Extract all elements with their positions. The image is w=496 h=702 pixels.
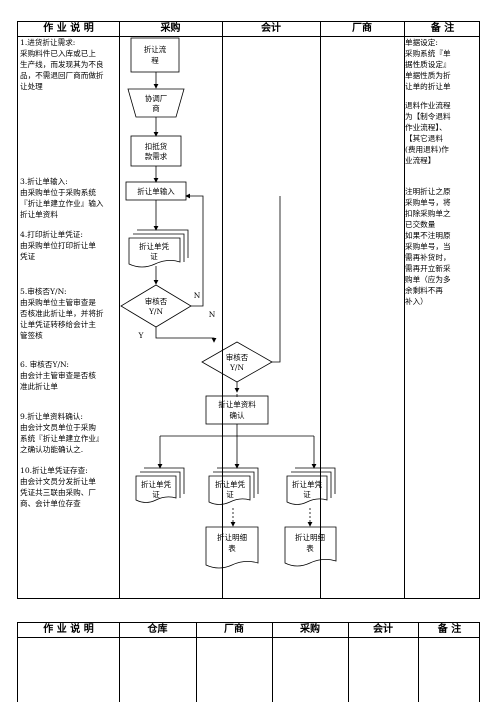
col-divider (272, 623, 273, 702)
node-confirm-text: 折让单资料 (218, 399, 256, 409)
node-detail-accounting (205, 526, 259, 569)
col-divider (320, 22, 321, 598)
step-1: 1.进货折让需求:采购料件已入库或已上生产线，而发现其为不良品，不需退回厂商而做… (20, 38, 104, 91)
node-confirm-data (205, 395, 269, 425)
svg-text:证: 证 (152, 490, 160, 499)
svg-text:Y/N: Y/N (148, 307, 163, 316)
node-negotiate-vendor (127, 88, 185, 118)
node-review2-text: 审核否 (226, 352, 249, 362)
svg-text:商: 商 (152, 103, 160, 113)
header-vendor: 厂商 (352, 23, 372, 34)
header-description: 作 业 说 明 (43, 23, 94, 34)
detail-vendor-text: 折让明细 (295, 532, 325, 542)
process-table-rebate: 作 业 说 明 采购 会计 厂商 备 注 (17, 21, 480, 599)
step-5: 5.审核否Y/N:由采购单位主管审查是否核准此折让单，并将折让单凭证转移给会计主… (20, 287, 104, 340)
svg-text:款需求: 款需求 (145, 151, 168, 161)
step-10: 10.折让单凭证存查:由会计文员分发折让单凭证共三联由采购、厂商、会计单位存查 (20, 466, 96, 508)
voucher-accounting-text: 折让单凭 (215, 479, 245, 489)
header-purchasing: 采购 (160, 23, 181, 34)
col-divider (196, 623, 197, 702)
header2-remarks: 备 注 (437, 624, 462, 635)
col-divider (348, 623, 349, 702)
voucher-vendor-text: 折让单凭 (292, 479, 322, 489)
node-print-voucher (128, 237, 181, 268)
svg-text:程: 程 (151, 56, 159, 65)
remark-return-flow: 退料作业流程为【制令退料作业流程】、【其它退料(费用退料)作业流程】 (405, 101, 451, 165)
node-input-rebate (125, 181, 187, 201)
detail-accounting-text: 折让明细 (217, 532, 247, 542)
node-voucher-purchasing (135, 475, 177, 503)
header2-vendor: 厂商 (224, 624, 244, 635)
header2-description: 作 业 说 明 (43, 624, 94, 635)
node-input-text: 折让单输入 (137, 186, 175, 196)
node-review1-text: 审核否 (145, 296, 168, 306)
header-divider (18, 36, 479, 37)
node-rebate-process-text: 折让流 (144, 44, 167, 54)
process-table-next: 作 业 说 明 仓库 厂商 采购 会计 备 注 (17, 622, 480, 702)
node-voucher-vendor (286, 475, 328, 505)
header2-accounting: 会计 (373, 624, 393, 635)
svg-text:表: 表 (306, 543, 314, 553)
node-print-text: 折让单凭 (139, 241, 169, 251)
label-n-1: N (194, 291, 201, 300)
node-rebate-process (130, 37, 180, 73)
col-divider (418, 623, 419, 702)
svg-text:证: 证 (150, 252, 158, 261)
svg-text:证: 证 (226, 490, 234, 499)
header2-warehouse: 仓库 (147, 624, 168, 635)
col-divider (119, 623, 120, 702)
node-review-purchasing (120, 284, 192, 328)
header2-purchasing: 采购 (300, 624, 320, 635)
col-divider (119, 22, 120, 598)
col-divider (222, 22, 223, 598)
node-voucher-accounting (208, 475, 251, 505)
node-detail-vendor (284, 526, 337, 567)
remark-po-number: 注明折让之原采购单号，将扣除采购单之已交数量如果不注明原采购单号，当需再补货时，… (405, 187, 451, 306)
svg-text:Y/N: Y/N (229, 363, 244, 372)
col-divider (404, 22, 405, 598)
remark-document-setting: 单据设定:采购系统『单据性质设定』单据性质为折让单的折让单 (405, 38, 451, 91)
header-divider (18, 637, 479, 638)
step-4: 4.打印折让单凭证:由采购单位打印折让单凭证 (20, 230, 96, 261)
header-remarks: 备 注 (430, 23, 455, 34)
step-9: 9.折让单资料确认:由会计文员单位于采购系统『折让单建立作业』之确认功能确认之. (20, 412, 104, 454)
svg-text:证: 证 (303, 490, 311, 499)
node-deduct-text: 扣抵货 (145, 141, 168, 151)
step-6: 6. 审核否Y/N:由会计主管审查是否核准此折让单 (20, 360, 96, 391)
header-accounting: 会计 (261, 23, 281, 34)
step-3: 3.折让单输入:由采购单位于采购系统『折让单建立作业』输入折让单资料 (20, 177, 104, 219)
node-negotiate-text: 协调厂 (145, 93, 168, 103)
label-y: Y (138, 331, 145, 340)
voucher-purchasing-text: 折让单凭 (141, 479, 171, 489)
svg-text:表: 表 (228, 543, 236, 553)
svg-text:确认: 确认 (230, 410, 245, 420)
node-review-accounting (201, 341, 273, 383)
node-deduct-payment (130, 135, 182, 167)
label-n-2: N (209, 310, 216, 319)
